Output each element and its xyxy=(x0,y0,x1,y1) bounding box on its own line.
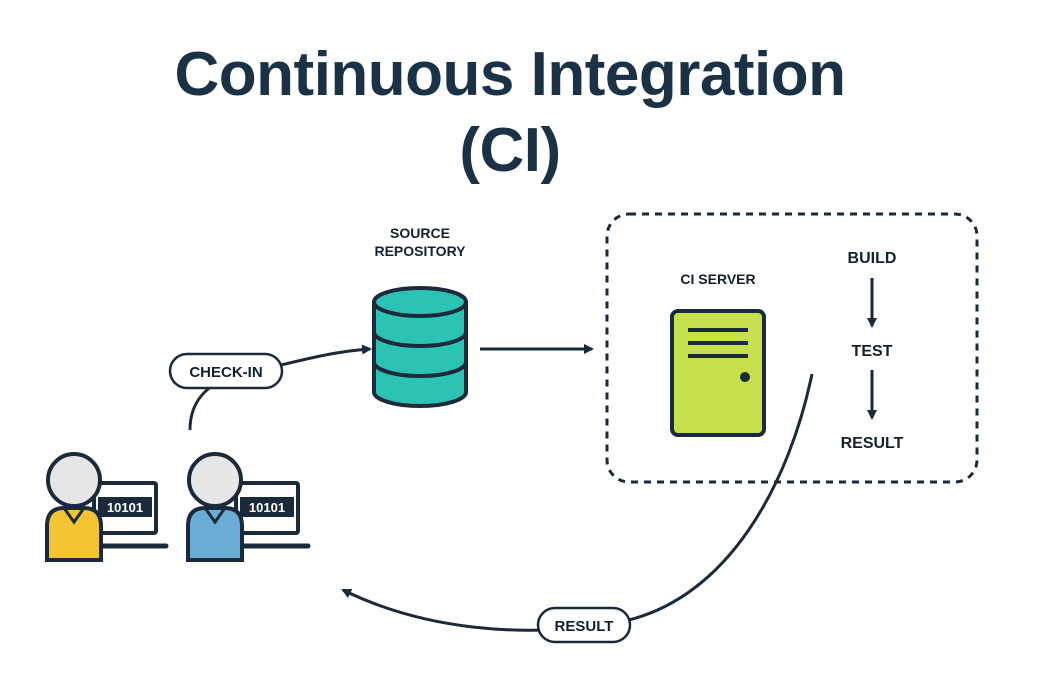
person-icon xyxy=(186,452,244,562)
pipeline-step-result: RESULT xyxy=(841,435,904,452)
ci-server-boundary xyxy=(605,212,979,484)
developer-1-screen-text: 10101 xyxy=(107,500,143,515)
developer-1: 10101 xyxy=(45,452,169,562)
pipeline-step-test: TEST xyxy=(852,343,893,360)
pipeline-step-build: BUILD xyxy=(848,250,897,267)
result-pill-label: RESULT xyxy=(555,618,614,635)
developer-2-screen-text: 10101 xyxy=(249,500,285,515)
diagram-title-line1: Continuous Integration xyxy=(174,40,846,109)
check-in-label: CHECK-IN xyxy=(189,364,262,381)
result-pill: RESULT xyxy=(536,606,632,644)
database-icon xyxy=(372,286,468,408)
person-icon xyxy=(45,452,103,562)
check-in-pill: CHECK-IN xyxy=(168,352,284,390)
developer-2: 10101 xyxy=(186,452,311,562)
diagram-title-line2: (CI) xyxy=(459,116,561,185)
source-repository-label-line1: SOURCE xyxy=(390,225,450,241)
server-icon xyxy=(670,309,766,437)
ci-server-label: CI SERVER xyxy=(680,271,755,287)
source-repository-label-line2: REPOSITORY xyxy=(374,243,466,259)
laptop-icon: 10101 xyxy=(227,481,311,549)
